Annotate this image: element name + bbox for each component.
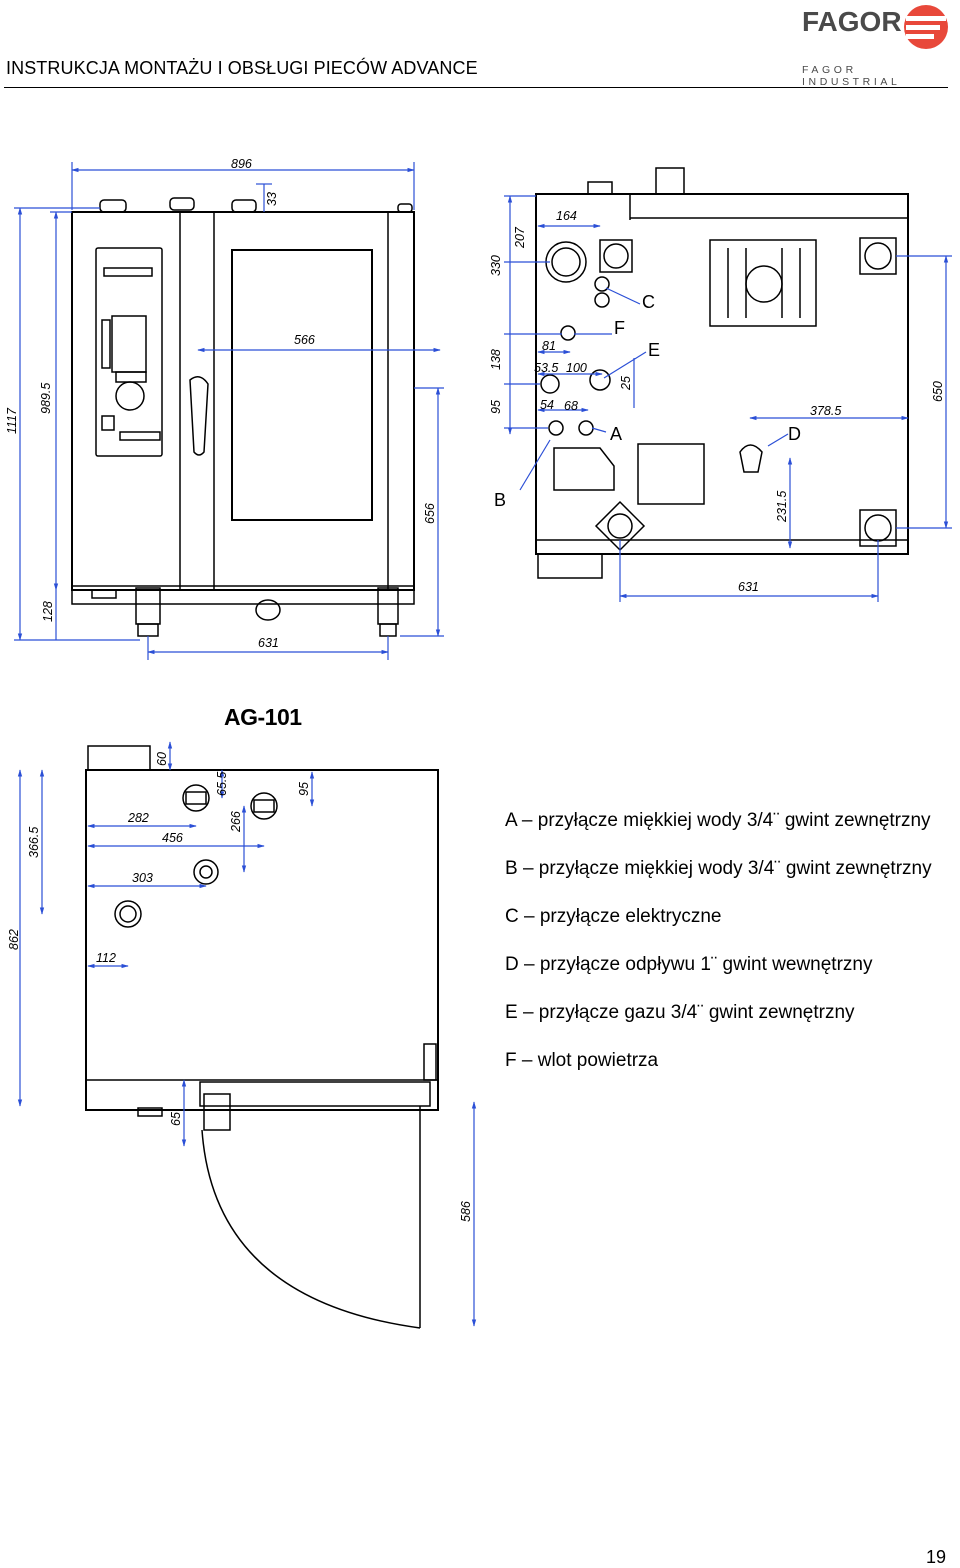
page-number: 19 — [925, 1547, 946, 1567]
dim-81: 81 — [542, 339, 556, 353]
logo-subtitle: FAGOR INDUSTRIAL — [802, 64, 901, 88]
header-divider — [4, 87, 948, 88]
front-view — [71, 197, 415, 637]
marker-f: F — [614, 318, 625, 338]
dim-25: 25 — [619, 376, 633, 391]
dim-112: 112 — [96, 951, 116, 965]
marker-e: E — [648, 340, 660, 360]
dim-586: 586 — [459, 1201, 473, 1222]
legend-item-f: F – wlot powietrza — [505, 1050, 659, 1071]
dim-631-back: 631 — [738, 580, 759, 594]
dim-266: 266 — [229, 811, 243, 833]
front-view-dimensions — [14, 162, 444, 660]
dim-60: 60 — [155, 752, 169, 766]
dim-862: 862 — [7, 929, 21, 950]
dim-650: 650 — [931, 381, 945, 402]
dim-128: 128 — [41, 601, 55, 622]
dim-989-5: 989.5 — [39, 383, 53, 414]
document-title: INSTRUKCJA MONTAŻU I OBSŁUGI PIECÓW ADVA… — [6, 58, 478, 78]
marker-d: D — [788, 424, 801, 444]
dim-631-front: 631 — [258, 636, 279, 650]
logo-wordmark: FAGOR — [802, 6, 902, 37]
dim-656: 656 — [423, 503, 437, 524]
marker-a: A — [610, 424, 622, 444]
dim-100: 100 — [566, 361, 587, 375]
dim-566: 566 — [294, 333, 315, 347]
dim-378-5: 378.5 — [810, 404, 841, 418]
fagor-emblem-icon — [904, 5, 948, 49]
dim-95-back: 95 — [489, 400, 503, 414]
legend-item-a: A – przyłącze miękkiej wody 3/4¨ gwint z… — [505, 810, 931, 831]
marker-c: C — [642, 292, 655, 312]
dim-65: 65 — [169, 1112, 183, 1126]
dim-231-5: 231.5 — [775, 491, 789, 523]
legend-item-d: D – przyłącze odpływu 1¨ gwint wewnętrzn… — [505, 954, 873, 975]
marker-b: B — [494, 490, 506, 510]
dim-164: 164 — [556, 209, 577, 223]
connections-legend: A – przyłącze miękkiej wody 3/4¨ gwint z… — [505, 806, 945, 1094]
dim-282: 282 — [127, 811, 149, 825]
dim-33: 33 — [265, 192, 279, 206]
fagor-logo: FAGOR FAGOR INDUSTRIAL — [800, 0, 952, 88]
dim-53-5: 53.5 — [534, 361, 558, 375]
dim-1117: 1117 — [5, 407, 19, 434]
dim-303: 303 — [132, 871, 153, 885]
dim-138: 138 — [489, 349, 503, 370]
back-view-dimensions — [504, 195, 952, 602]
dim-65-5: 65.5 — [215, 772, 229, 796]
dim-54: 54 — [540, 398, 554, 412]
legend-item-c: C – przyłącze elektryczne — [505, 906, 722, 927]
dim-95-top: 95 — [297, 782, 311, 796]
dim-896: 896 — [231, 157, 252, 171]
legend-item-e: E – przyłącze gazu 3/4¨ gwint zewnętrzny — [505, 1002, 855, 1023]
legend-item-b: B – przyłącze miękkiej wody 3/4¨ gwint z… — [505, 858, 932, 879]
dim-330: 330 — [489, 255, 503, 276]
top-view-dimensions — [17, 741, 477, 1327]
dim-366-5: 366.5 — [27, 827, 41, 858]
dim-68: 68 — [564, 399, 578, 413]
back-view — [535, 167, 909, 579]
dim-207: 207 — [513, 226, 527, 249]
model-title: AG-101 — [224, 704, 302, 730]
top-view — [85, 745, 439, 1329]
dim-456: 456 — [162, 831, 183, 845]
